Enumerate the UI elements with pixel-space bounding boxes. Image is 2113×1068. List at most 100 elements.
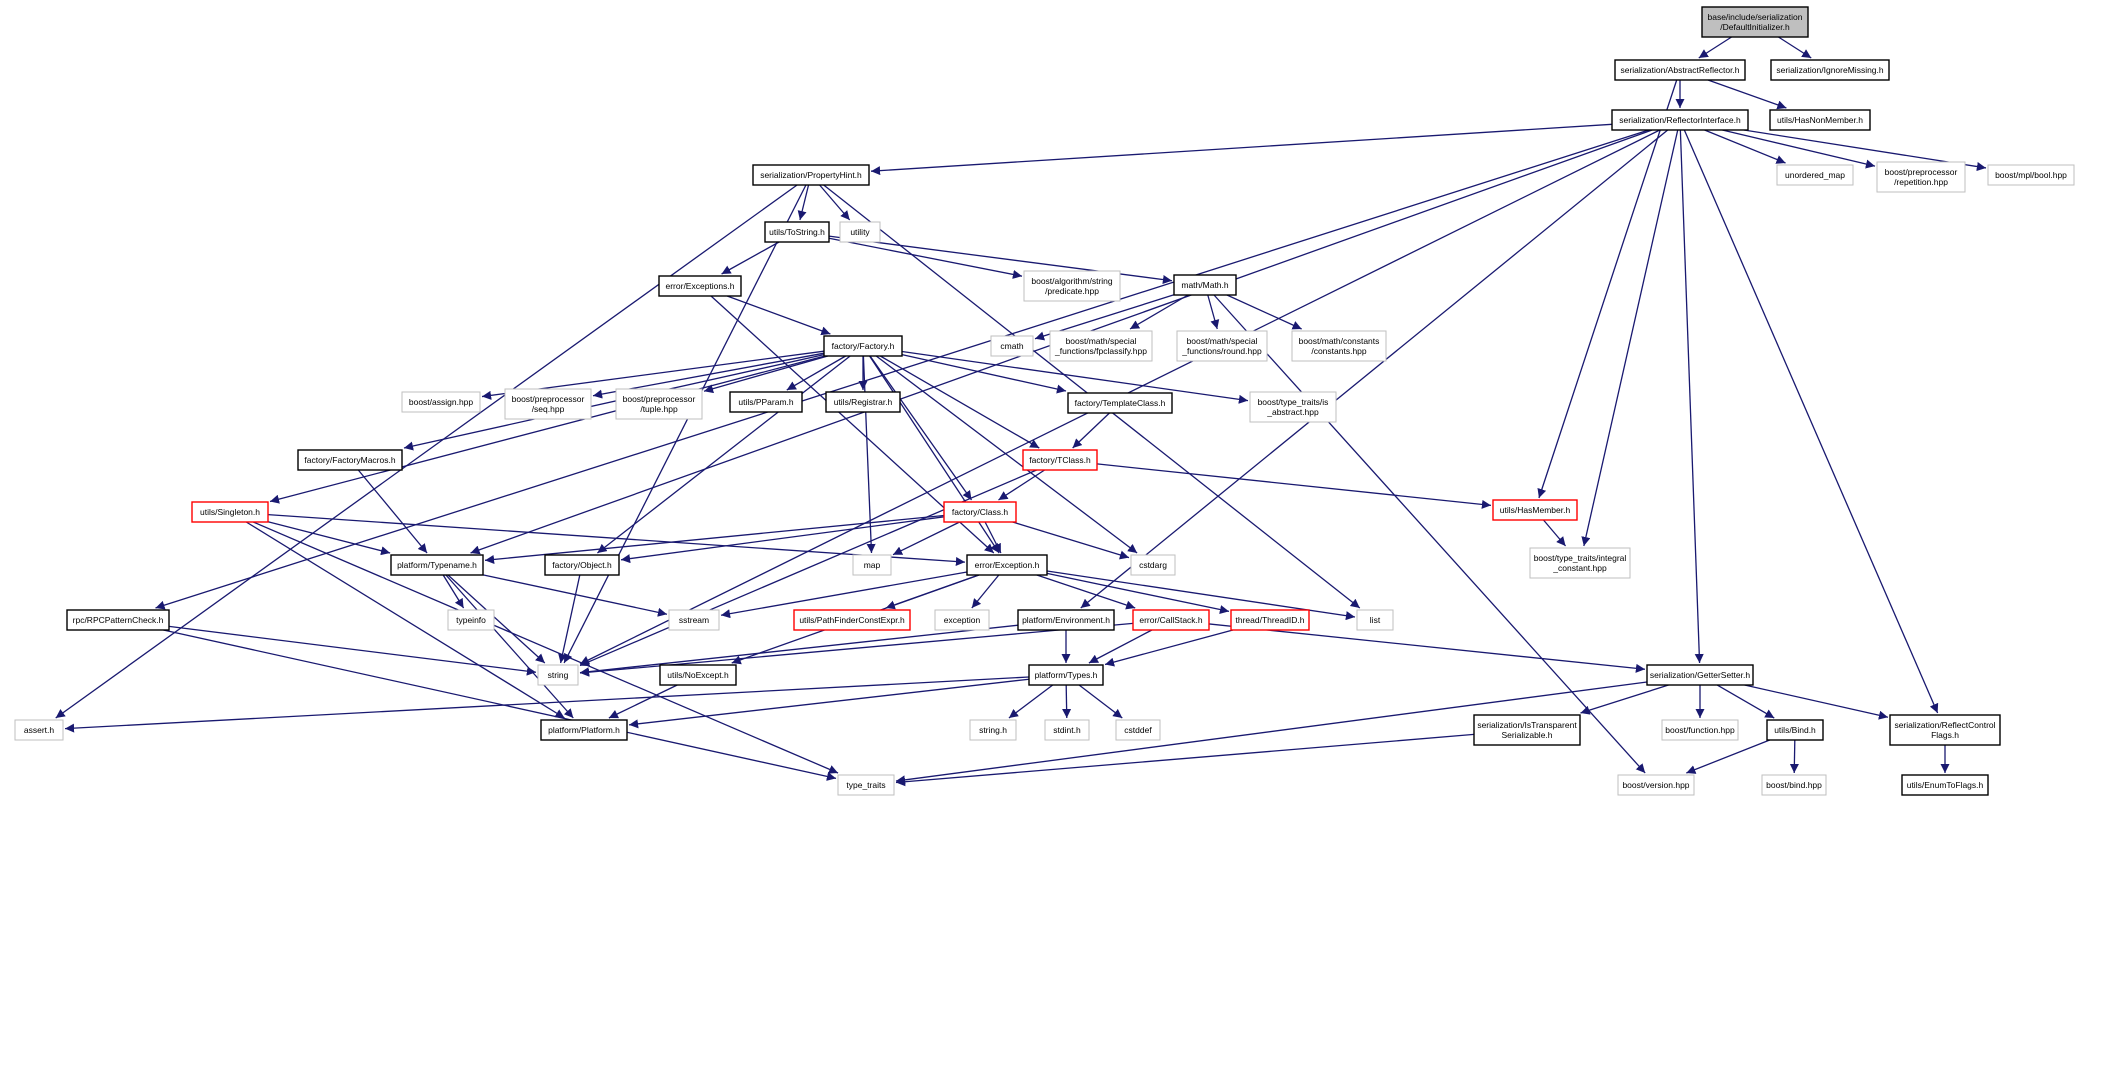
node-rpcpatterncheck[interactable]: rpc/RPCPatternCheck.h <box>66 609 170 631</box>
node-label: serialization/ReflectorInterface.h <box>1619 115 1741 125</box>
node-box <box>66 609 170 631</box>
node-cstddef: cstddef <box>1115 719 1161 741</box>
node-label: boost/version.hpp <box>1622 780 1689 790</box>
edge-factory-to-map <box>862 355 876 554</box>
node-platform[interactable]: platform/Platform.h <box>540 719 628 741</box>
node-label: string.h <box>979 725 1007 735</box>
node-label: factory/Object.h <box>552 560 612 570</box>
node-box <box>14 719 64 741</box>
node-box <box>1067 392 1173 414</box>
node-factorymacros[interactable]: factory/FactoryMacros.h <box>297 449 403 471</box>
edge-factory-to-pparam <box>786 355 847 391</box>
node-typename[interactable]: platform/Typename.h <box>390 554 484 576</box>
node-box <box>1017 609 1115 631</box>
node-box <box>540 719 628 741</box>
node-repetition: boost/preprocessor/repetition.hpp <box>1876 161 1966 193</box>
node-box <box>1022 449 1098 471</box>
node-hasnonmember[interactable]: utils/HasNonMember.h <box>1769 109 1871 131</box>
node-types[interactable]: platform/Types.h <box>1028 664 1104 686</box>
edge-istransparent-to-type_traits <box>895 733 1475 787</box>
node-tclass[interactable]: factory/TClass.h <box>1022 449 1098 471</box>
edge-types-to-cstddef <box>1078 684 1123 719</box>
edge-exception_h-to-list <box>1046 570 1356 621</box>
node-typeinfo: typeinfo <box>447 609 495 631</box>
node-pathfinder[interactable]: utils/PathFinderConstExpr.h <box>793 609 911 631</box>
node-box <box>1769 109 1871 131</box>
node-registrar[interactable]: utils/Registrar.h <box>825 391 901 413</box>
node-templateclass[interactable]: factory/TemplateClass.h <box>1067 392 1173 414</box>
node-noexcept[interactable]: utils/NoExcept.h <box>659 664 737 686</box>
node-class[interactable]: factory/Class.h <box>943 501 1017 523</box>
edge-tostring-to-math <box>828 235 1173 285</box>
edge-rpcpatterncheck-to-type_traits <box>163 629 837 781</box>
node-box <box>793 609 911 631</box>
node-box <box>764 221 830 243</box>
node-tostring[interactable]: utils/ToString.h <box>764 221 830 243</box>
node-label: factory/TemplateClass.h <box>1075 398 1166 408</box>
edge-class-to-cstdarg <box>1012 521 1130 560</box>
node-type_traits: type_traits <box>837 774 895 796</box>
node-ignoremissing[interactable]: serialization/IgnoreMissing.h <box>1770 59 1890 81</box>
node-factory[interactable]: factory/Factory.h <box>823 335 903 357</box>
node-math[interactable]: math/Math.h <box>1173 274 1237 296</box>
node-label: platform/Environment.h <box>1022 615 1110 625</box>
node-environment[interactable]: platform/Environment.h <box>1017 609 1115 631</box>
node-label: exception <box>944 615 981 625</box>
node-box <box>1473 714 1581 746</box>
node-callstack[interactable]: error/CallStack.h <box>1132 609 1210 631</box>
edge-templateclass-to-tclass <box>1072 412 1110 449</box>
node-bind[interactable]: utils/Bind.h <box>1766 719 1824 741</box>
node-pparam[interactable]: utils/PParam.h <box>729 391 803 413</box>
node-istransparent[interactable]: serialization/IsTransparentSerializable.… <box>1473 714 1581 746</box>
edge-reflectorinterface-to-environment <box>1080 129 1669 609</box>
node-box <box>668 609 720 631</box>
node-label: error/Exceptions.h <box>666 281 735 291</box>
node-label: platform/Platform.h <box>548 725 620 735</box>
node-label: /constants.hpp <box>1311 346 1367 356</box>
node-box <box>729 391 803 413</box>
edge-bind-to-boostbind <box>1789 739 1799 774</box>
node-threadid[interactable]: thread/ThreadID.h <box>1230 609 1310 631</box>
node-object[interactable]: factory/Object.h <box>544 554 620 576</box>
edge-factory-to-factorymacros <box>403 354 825 451</box>
edge-typename-to-string <box>447 574 546 664</box>
node-exceptions[interactable]: error/Exceptions.h <box>658 275 742 297</box>
node-exception_h[interactable]: error/Exception.h <box>966 554 1048 576</box>
node-label: _functions/round.hpp <box>1181 346 1262 356</box>
node-box <box>615 388 703 420</box>
node-label: rpc/RPCPatternCheck.h <box>73 615 164 625</box>
node-box <box>934 609 990 631</box>
node-box <box>752 164 870 186</box>
edge-tostring-to-exceptions <box>721 241 780 275</box>
node-box <box>447 609 495 631</box>
node-box <box>1761 774 1827 796</box>
node-box <box>1130 554 1176 576</box>
node-label: boost/preprocessor <box>1885 167 1958 177</box>
node-label: cstddef <box>1124 725 1152 735</box>
node-label: map <box>864 560 881 570</box>
node-reflectorinterface[interactable]: serialization/ReflectorInterface.h <box>1611 109 1749 131</box>
node-gettersetter[interactable]: serialization/GetterSetter.h <box>1646 664 1754 686</box>
node-hasmember[interactable]: utils/HasMember.h <box>1492 499 1578 521</box>
edge-factory-to-exception_h <box>869 355 1000 554</box>
node-box <box>966 554 1048 576</box>
node-label: utils/ToString.h <box>769 227 825 237</box>
node-label: /DefaultInitializer.h <box>1720 22 1790 32</box>
node-propertyhint[interactable]: serialization/PropertyHint.h <box>752 164 870 186</box>
node-root[interactable]: base/include/serialization/DefaultInitia… <box>1701 6 1809 38</box>
node-label: boost/mpl/bool.hpp <box>1995 170 2067 180</box>
node-abstractreflector[interactable]: serialization/AbstractReflector.h <box>1614 59 1746 81</box>
node-singleton[interactable]: utils/Singleton.h <box>191 501 269 523</box>
node-box <box>839 221 881 243</box>
node-box <box>1766 719 1824 741</box>
node-enumtoflags[interactable]: utils/EnumToFlags.h <box>1901 774 1989 796</box>
node-label: boost/preprocessor <box>623 394 696 404</box>
node-cstdarg: cstdarg <box>1130 554 1176 576</box>
edge-exception_h-to-sstream <box>720 571 968 619</box>
node-box <box>1987 164 2075 186</box>
node-box <box>1173 274 1237 296</box>
node-box <box>1049 330 1153 362</box>
node-box <box>1661 719 1739 741</box>
node-box <box>537 664 579 686</box>
